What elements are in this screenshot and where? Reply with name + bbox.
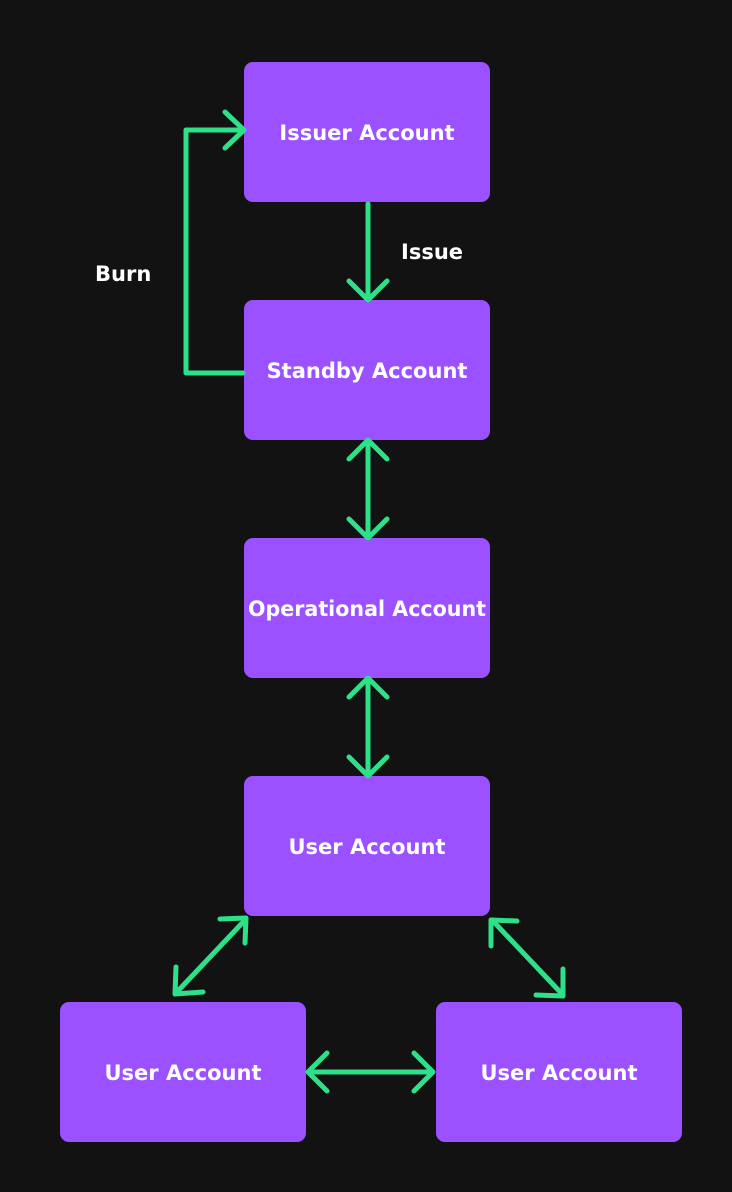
node-user-account-main: User Account: [244, 776, 490, 916]
node-standby-label: Standby Account: [267, 359, 468, 383]
node-user-account-left: User Account: [60, 1002, 306, 1142]
edge-issue-arrow: [346, 201, 390, 303]
edge-user-main-right-line: [489, 917, 566, 998]
edge-label-issue: Issue: [401, 240, 463, 264]
arrowhead-left-icon: [305, 1050, 330, 1094]
arrowhead-up-icon: [346, 675, 390, 700]
node-operational-box: [244, 538, 490, 678]
node-user-main-box: [244, 776, 490, 916]
edge-burn-arrow: [183, 109, 247, 376]
node-standby-box: [244, 300, 490, 440]
node-standby-account: Standby Account: [244, 300, 490, 440]
edge-user-main-left: [172, 915, 249, 997]
node-user-main-label: User Account: [289, 835, 446, 859]
edge-standby-operational: [346, 437, 390, 541]
arrowhead-up-right-icon: [217, 915, 249, 946]
arrowhead-down-left-icon: [172, 964, 206, 997]
edge-operational-user: [346, 675, 390, 779]
arrowhead-down-icon: [346, 516, 390, 541]
arrowhead-down-icon: [346, 278, 390, 303]
node-user-left-label: User Account: [105, 1061, 262, 1085]
edge-user-main-right: [488, 917, 566, 999]
arrowhead-right-icon: [222, 109, 247, 151]
node-operational-account: Operational Account: [244, 538, 490, 678]
node-issuer-account: Issuer Account: [244, 62, 490, 202]
arrowhead-right-icon: [411, 1050, 436, 1094]
arrowhead-down-right-icon: [533, 966, 566, 999]
edge-user-left-right: [305, 1050, 436, 1094]
node-issuer-label: Issuer Account: [279, 121, 454, 145]
node-user-left-box: [60, 1002, 306, 1142]
arrowhead-up-left-icon: [488, 917, 520, 949]
edge-user-main-left-line: [173, 916, 249, 996]
node-user-account-right: User Account: [436, 1002, 682, 1142]
node-issuer-box: [244, 62, 490, 202]
edge-burn-line: [183, 127, 246, 376]
edge-label-burn: Burn: [95, 262, 151, 286]
node-user-right-box: [436, 1002, 682, 1142]
arrowhead-up-icon: [346, 437, 390, 462]
node-operational-label: Operational Account: [248, 597, 486, 621]
arrowhead-down-icon: [346, 754, 390, 779]
node-user-right-label: User Account: [481, 1061, 638, 1085]
